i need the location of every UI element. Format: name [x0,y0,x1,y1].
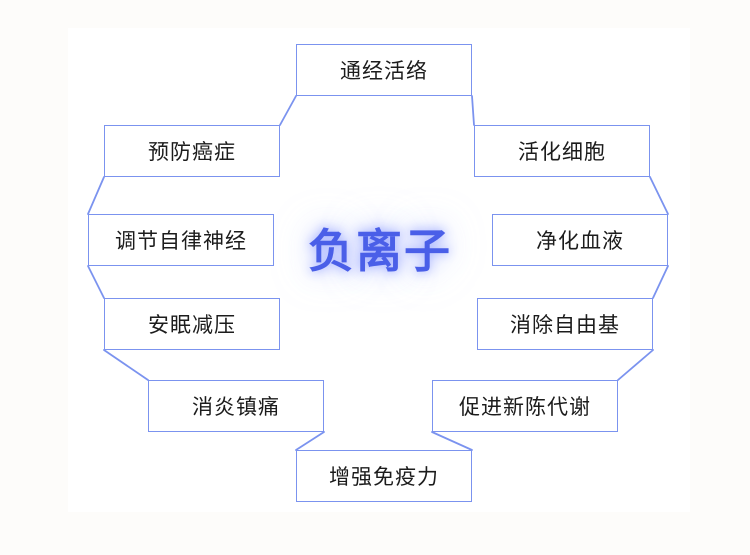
node-label: 调节自律神经 [115,230,247,253]
connector-tiaojie-zilvshenjing-to-yufang-aizheng [87,176,105,215]
node-jinghua-xueye[interactable]: 净化血液 [492,214,668,266]
node-label: 预防癌症 [148,141,236,164]
center-label: 负离子 [308,225,452,277]
node-label: 通经活络 [340,60,428,83]
node-xiaochu-ziyouji[interactable]: 消除自由基 [477,298,653,350]
connector-xiaochu-ziyouji-to-cujin-xinchendaixie [617,349,654,381]
connector-yufang-aizheng-to-tongjing-huoluo [279,95,297,126]
node-anmian-jianya[interactable]: 安眠减压 [104,298,280,350]
node-xiaoyan-zhentong[interactable]: 消炎镇痛 [148,380,324,432]
node-label: 促进新陈代谢 [459,396,591,419]
node-huohua-xibao[interactable]: 活化细胞 [474,125,650,177]
connector-zengqiang-mianyili-to-xiaoyan-zhentong [295,431,325,451]
node-yufang-aizheng[interactable]: 预防癌症 [104,125,280,177]
node-tongjing-huoluo[interactable]: 通经活络 [296,44,472,96]
connector-jinghua-xueye-to-xiaochu-ziyouji [652,265,669,299]
node-cujin-xinchendaixie[interactable]: 促进新陈代谢 [432,380,618,432]
connector-cujin-xinchendaixie-to-zengqiang-mianyili [431,431,473,451]
connector-huohua-xibao-to-jinghua-xueye [649,176,669,215]
connector-tongjing-huoluo-to-huohua-xibao [471,95,475,126]
connector-anmian-jianya-to-tiaojie-zilvshenjing [87,265,105,299]
node-label: 净化血液 [536,230,624,253]
connector-xiaoyan-zhentong-to-anmian-jianya [103,349,149,381]
node-label: 增强免疫力 [329,466,439,489]
node-label: 安眠减压 [148,314,236,337]
node-label: 消炎镇痛 [192,396,280,419]
node-label: 消除自由基 [510,314,620,337]
node-label: 活化细胞 [518,141,606,164]
node-tiaojie-zilvshenjing[interactable]: 调节自律神经 [88,214,274,266]
node-zengqiang-mianyili[interactable]: 增强免疫力 [296,450,472,502]
